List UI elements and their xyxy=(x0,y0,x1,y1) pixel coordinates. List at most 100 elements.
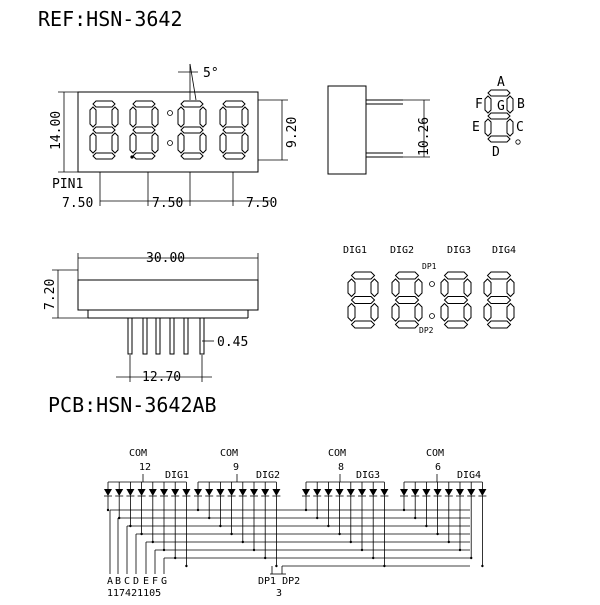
colon-dot-top xyxy=(167,110,173,116)
bottom-body xyxy=(77,279,259,311)
diode xyxy=(137,489,146,496)
diode xyxy=(104,489,112,496)
diode xyxy=(205,489,214,496)
segment-g xyxy=(92,126,116,134)
seg-label-f: F xyxy=(475,97,483,112)
diode xyxy=(148,489,157,496)
com-label-1: COM xyxy=(129,448,147,459)
segment-b xyxy=(506,95,514,114)
dp-label: DP1 DP2 xyxy=(258,576,300,587)
segment-g xyxy=(443,296,469,304)
segment-e xyxy=(484,118,492,137)
big-digit-4 xyxy=(483,271,515,329)
dp2-dot xyxy=(429,313,435,319)
segment-g xyxy=(132,126,156,134)
legend-digit xyxy=(484,89,514,143)
segment-e xyxy=(177,132,185,154)
bottom-pin-5 xyxy=(183,317,189,355)
seg-letter-E: E xyxy=(143,576,149,587)
segment-c xyxy=(111,132,119,154)
seg-letter-C: C xyxy=(124,576,130,587)
pcb-title: PCB:HSN-3642AB xyxy=(48,393,217,417)
thickness-label: 7.20 xyxy=(43,279,58,310)
bottom-pin-6 xyxy=(199,317,205,355)
segment-f xyxy=(219,106,227,128)
diode xyxy=(335,489,344,496)
segment-e xyxy=(129,132,137,154)
big-digit-1 xyxy=(347,271,379,329)
junction-dot xyxy=(481,564,484,568)
segment-e xyxy=(391,302,400,322)
diode xyxy=(422,489,431,496)
segment-e xyxy=(89,132,97,154)
digit-position-diagram: DIG1 DIG2 DIG3 DIG4 DP1 DP2 xyxy=(343,245,516,335)
diode xyxy=(227,489,236,496)
diode xyxy=(302,489,310,496)
segment-a xyxy=(487,89,511,97)
segment-g xyxy=(180,126,204,134)
segment-b xyxy=(241,106,249,128)
schematic: COM 12 DIG1 COM 9 DIG2 COM 8 DIG3 COM 6 … xyxy=(104,448,487,599)
dig-label-3: DIG3 xyxy=(356,470,380,481)
pitch-label-1: 7.50 xyxy=(62,196,93,211)
segment-f xyxy=(129,106,137,128)
seg-label-g: G xyxy=(497,99,505,114)
segment-legend: A B C D E F G xyxy=(472,75,525,160)
bottom-pin-2 xyxy=(142,317,148,355)
segment-b xyxy=(199,106,207,128)
seg-label-c: C xyxy=(516,120,524,135)
bottom-pin-1 xyxy=(127,317,133,355)
segment-b xyxy=(463,278,472,298)
angle-label: 5° xyxy=(203,66,219,81)
front-body-outline xyxy=(77,91,259,173)
junction-dot xyxy=(470,556,473,560)
segment-f xyxy=(484,95,492,114)
segment-g xyxy=(222,126,246,134)
segment-a xyxy=(92,100,116,108)
front-digit-3 xyxy=(177,100,207,160)
dp2-label: DP2 xyxy=(419,326,434,335)
front-digits xyxy=(89,100,249,160)
seg-letter-D: D xyxy=(133,576,139,587)
front-digit-2 xyxy=(129,100,159,160)
legend-seven-segment xyxy=(484,89,514,143)
segment-e xyxy=(440,302,449,322)
pitch-label-3: 7.50 xyxy=(246,196,277,211)
segment-b xyxy=(151,106,159,128)
segment-f xyxy=(483,278,492,298)
segment-g xyxy=(394,296,420,304)
com-label-4: COM xyxy=(426,448,444,459)
digit-height-label: 9.20 xyxy=(285,117,300,148)
big-digit-2 xyxy=(391,271,423,329)
dig3-label: DIG3 xyxy=(447,245,471,256)
diode xyxy=(171,489,180,496)
com-label-3: COM xyxy=(328,448,346,459)
segment-c xyxy=(151,132,159,154)
diode xyxy=(313,489,322,496)
legend-dp-dot xyxy=(515,139,521,145)
diode xyxy=(115,489,124,496)
segment-b xyxy=(506,278,515,298)
bottom-pins xyxy=(127,317,205,355)
front-digit-4 xyxy=(219,100,249,160)
segment-g xyxy=(350,296,376,304)
segment-d xyxy=(350,320,376,329)
diode xyxy=(358,489,366,496)
diode xyxy=(346,489,355,496)
seg-letter-B: B xyxy=(115,576,121,587)
segment-d xyxy=(486,320,512,329)
side-depth-label: 10.26 xyxy=(417,117,432,156)
segment-f xyxy=(440,278,449,298)
segment-d xyxy=(487,135,511,143)
diode xyxy=(433,489,442,496)
segment-e xyxy=(219,132,227,154)
segment-b xyxy=(414,278,423,298)
seg-label-b: B xyxy=(517,97,525,112)
segment-b xyxy=(370,278,379,298)
diode xyxy=(194,489,202,496)
diode xyxy=(250,489,258,496)
bottom-pin-4 xyxy=(169,317,175,355)
diode xyxy=(160,489,168,496)
segment-d xyxy=(443,320,469,329)
